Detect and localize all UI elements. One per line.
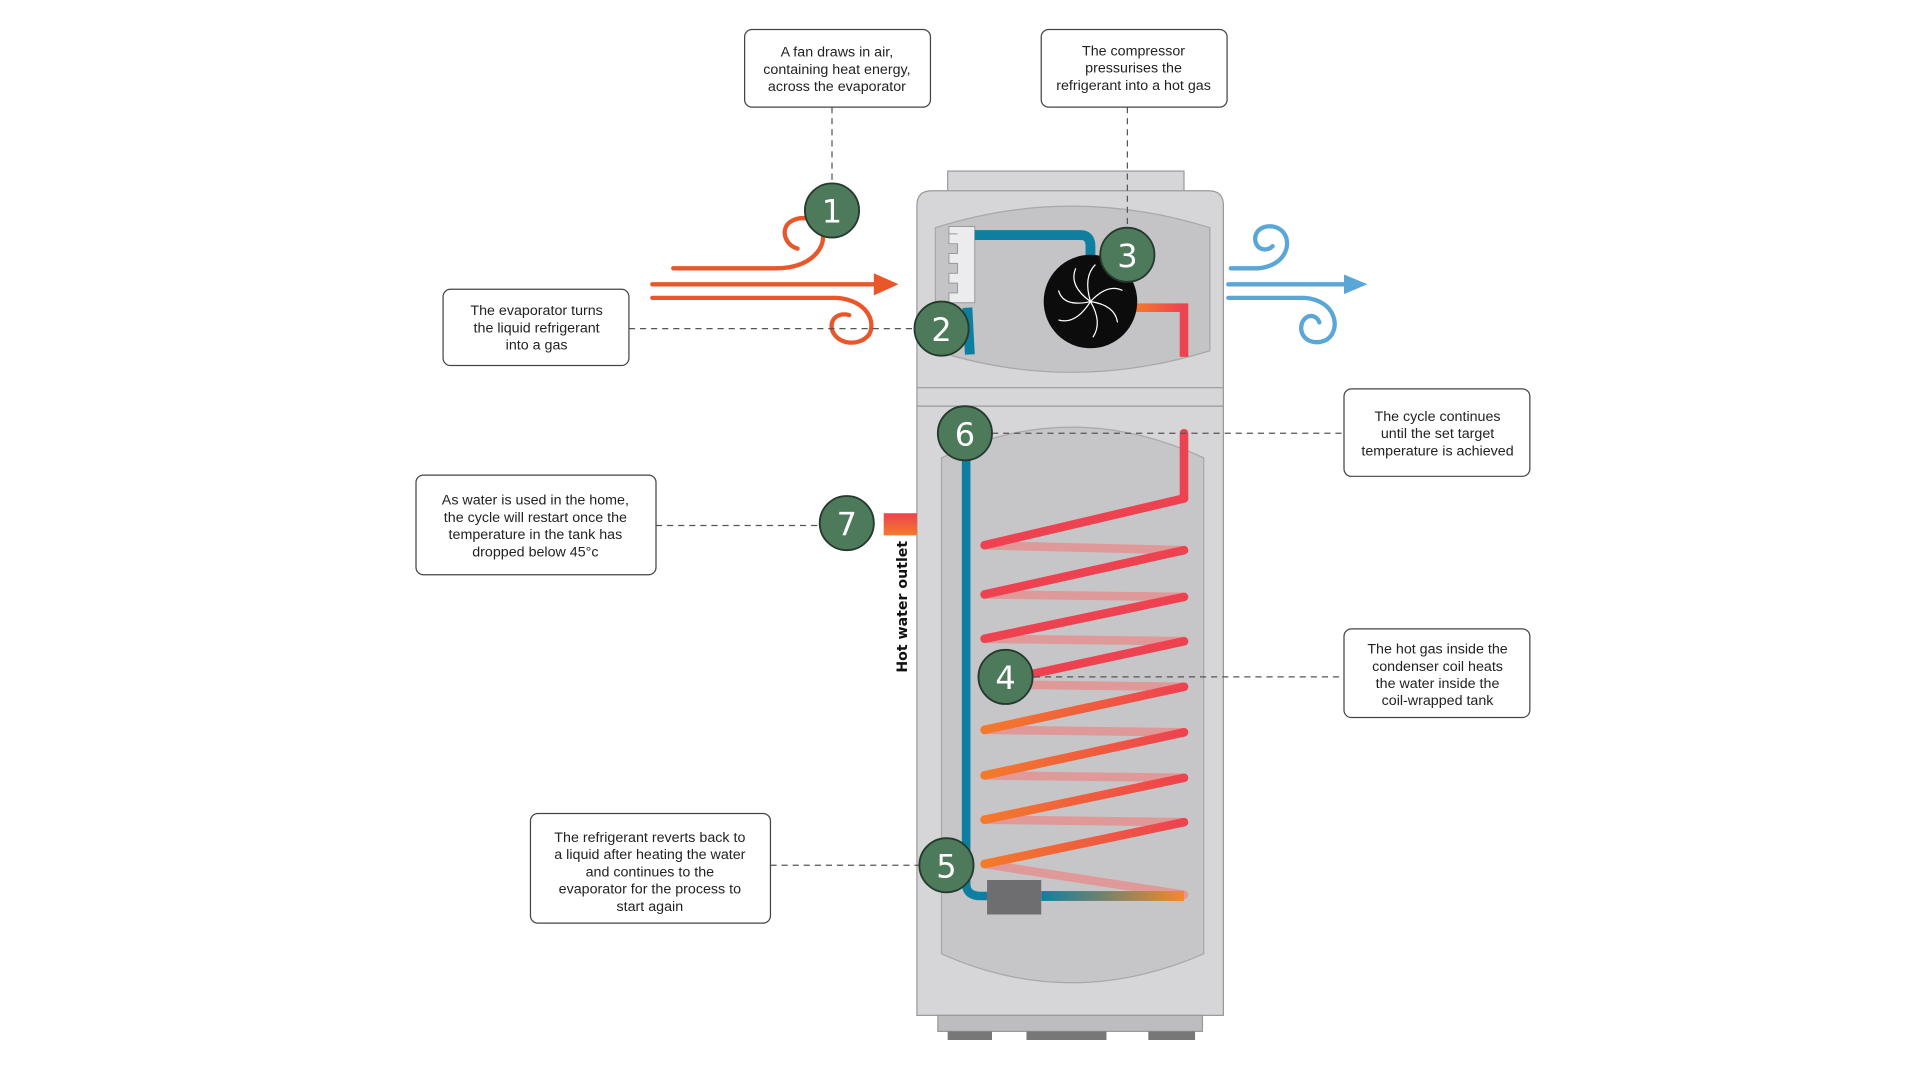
cold-pipe-top xyxy=(974,230,1096,256)
coil-back-strand xyxy=(980,540,1189,555)
hot-water-outlet xyxy=(883,513,917,536)
step-marker-3: 3 xyxy=(1099,226,1156,283)
warm-air-inflow-icon xyxy=(650,215,899,345)
callout-restart: As water is used in the home,the cycle w… xyxy=(415,474,657,576)
svg-text:4: 4 xyxy=(995,659,1015,697)
expansion-valve xyxy=(987,880,1042,915)
svg-text:1: 1 xyxy=(822,193,842,231)
svg-text:3: 3 xyxy=(1117,237,1137,275)
callout-fan: A fan draws in air,containing heat energ… xyxy=(744,28,932,108)
hot-pipe-compressor xyxy=(1134,303,1189,357)
coil-front-strand xyxy=(980,545,1189,599)
svg-text:5: 5 xyxy=(936,847,956,885)
step-marker-1: 1 xyxy=(804,182,860,239)
coil-back-strand xyxy=(980,859,1189,900)
coil-front-strand xyxy=(980,773,1189,824)
heat-pump-unit xyxy=(916,170,1224,1040)
coil-back-strand xyxy=(980,590,1189,602)
coil-front-strand xyxy=(980,728,1189,780)
step-marker-7: 7 xyxy=(818,495,875,552)
step-marker-5: 5 xyxy=(918,837,975,894)
return-pipe-gradient xyxy=(1041,891,1184,901)
coil-front-strand xyxy=(980,817,1189,869)
evaporator-fins-icon xyxy=(948,225,976,304)
cool-air-outflow-icon xyxy=(1226,224,1368,345)
coil-back-strand xyxy=(980,771,1189,783)
svg-text:6: 6 xyxy=(955,415,975,453)
step-marker-2: 2 xyxy=(913,300,970,357)
svg-text:7: 7 xyxy=(837,505,857,543)
coil-back-strand xyxy=(980,815,1189,827)
coil-front-strand xyxy=(980,494,1189,550)
condenser-coil xyxy=(980,494,1189,900)
coil-back-strand xyxy=(980,634,1189,646)
coil-front-strand xyxy=(980,682,1189,735)
coil-front-strand xyxy=(980,592,1189,644)
leader-lines xyxy=(628,107,1344,866)
hot-water-outlet-label: Hot water outlet xyxy=(895,541,911,673)
step-marker-6: 6 xyxy=(936,405,993,462)
svg-text:As water is used in the home,t: As water is used in the home,the cycle w… xyxy=(442,493,629,561)
svg-text:2: 2 xyxy=(931,311,951,349)
step-marker-4: 4 xyxy=(977,648,1034,705)
svg-text:The refrigerant reverts back t: The refrigerant reverts back toa liquid … xyxy=(554,830,745,915)
svg-text:A fan draws in air,containing: A fan draws in air,containing heat energ… xyxy=(763,45,910,95)
coil-back-strand xyxy=(980,725,1189,737)
